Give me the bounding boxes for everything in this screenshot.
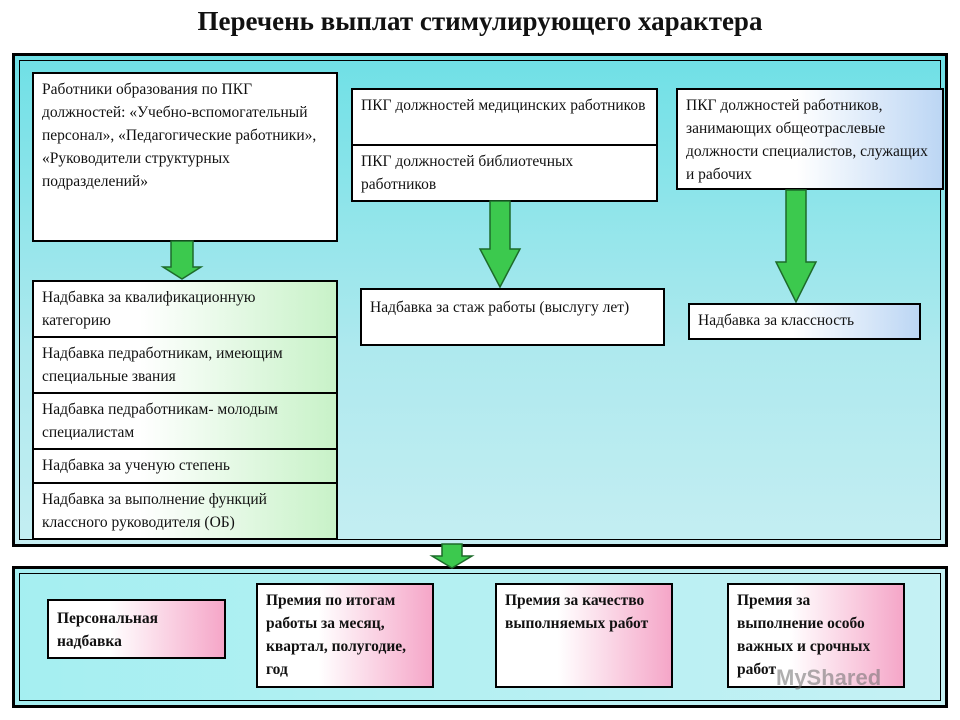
watermark-logo: MyShared <box>776 665 882 690</box>
allowance-seniority: Надбавка за стаж работы (выслугу лет) <box>360 288 665 346</box>
medical-workers-box: ПКГ должностей медицинских работников <box>351 88 658 146</box>
arrow-medical-library <box>478 200 522 289</box>
allowance-class-teacher: Надбавка за выполнение функций классного… <box>32 482 338 540</box>
arrow-education <box>160 240 204 280</box>
allowance-class-rank: Надбавка за классность <box>688 303 921 340</box>
allowance-qualification-category: Надбавка за квалификационную категорию <box>32 280 338 338</box>
bonus-personal-allowance: Персональная надбавка <box>47 599 226 659</box>
allowance-academic-degree: Надбавка за ученую степень <box>32 448 338 484</box>
bonus-period-results: Премия по итогам работы за месяц, кварта… <box>256 583 434 688</box>
bonus-urgent-work: Премия за выполнение особо важных и сроч… <box>727 583 905 688</box>
page-title: Перечень выплат стимулирующего характера <box>197 6 763 36</box>
general-workers-box: ПКГ должностей работников, занимающих об… <box>676 88 944 190</box>
allowance-young-specialists: Надбавка педработникам- молодым специали… <box>32 392 338 450</box>
education-workers-box: Работники образования по ПКГ должностей:… <box>32 72 338 242</box>
arrow-general <box>774 189 818 304</box>
bonus-work-quality: Премия за качество выполняемых работ <box>495 583 673 688</box>
arrow-to-bonuses <box>429 543 475 569</box>
allowance-special-titles: Надбавка педработникам, имеющим специаль… <box>32 336 338 394</box>
library-workers-box: ПКГ должностей библиотечных работников <box>351 144 658 202</box>
